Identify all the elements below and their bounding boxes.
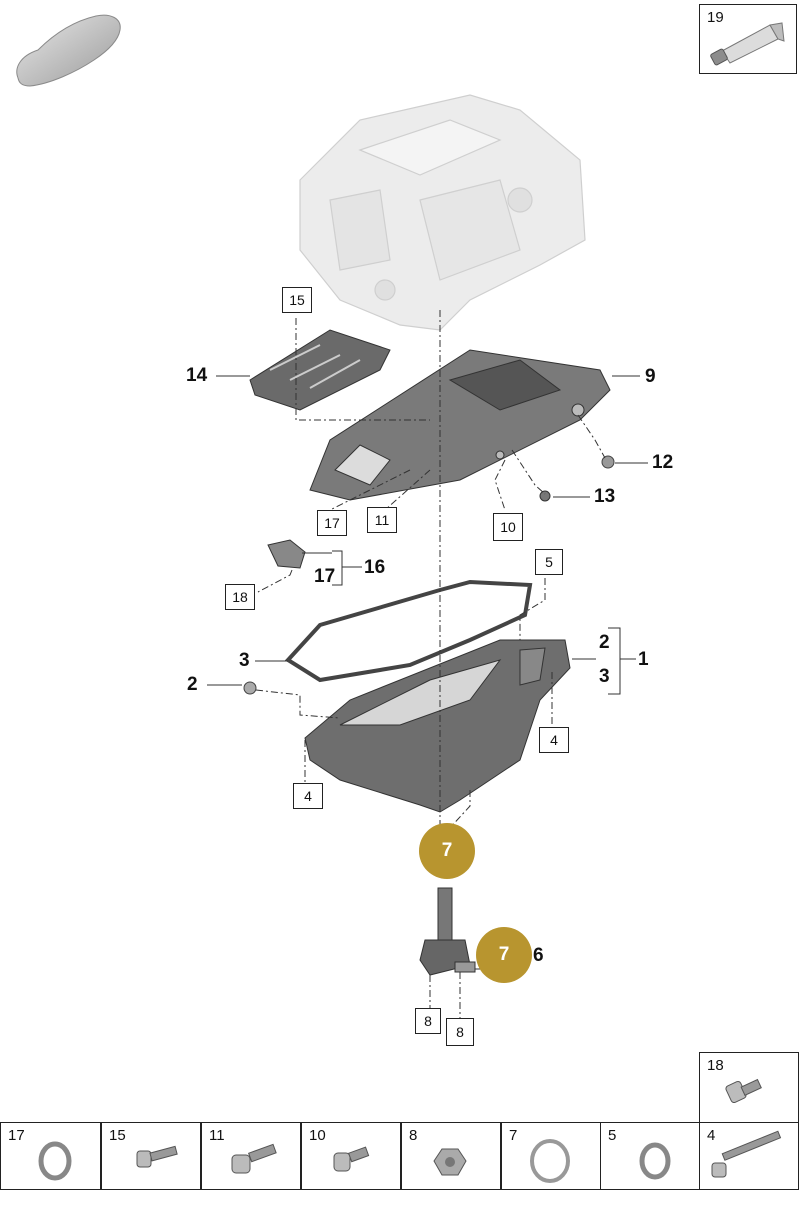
callout-6[interactable]: 6 (533, 945, 544, 966)
callout-10[interactable]: 10 (493, 513, 523, 541)
callout-7-circle-top[interactable]: 7 (419, 823, 475, 879)
callout-2-group[interactable]: 2 (599, 632, 610, 653)
callout-3[interactable]: 3 (239, 650, 250, 671)
legend-cell-7[interactable]: 7 (501, 1122, 601, 1190)
legend-number: 18 (707, 1057, 724, 1074)
callout-11[interactable]: 11 (367, 507, 397, 533)
legend-cell-17[interactable]: 17 (0, 1122, 101, 1190)
bolt-icon (333, 1146, 370, 1172)
exploded-diagram (207, 94, 648, 1018)
legend-number: 7 (509, 1127, 518, 1144)
callout-3-group[interactable]: 3 (599, 666, 610, 687)
legend-cell-5[interactable]: 5 (600, 1122, 700, 1190)
gasket-3 (284, 579, 533, 683)
callout-8-left[interactable]: 8 (415, 1008, 441, 1034)
callout-1[interactable]: 1 (638, 649, 649, 670)
legend-number: 19 (707, 9, 724, 26)
nut-icon (433, 1148, 467, 1176)
callout-13[interactable]: 13 (594, 486, 616, 507)
legend-number: 10 (309, 1127, 326, 1144)
callout-17[interactable]: 17 (317, 510, 347, 536)
bolt-13 (539, 490, 551, 502)
legend-number: 4 (707, 1127, 716, 1144)
sensor-16 (267, 539, 306, 569)
car-silhouette-icon (16, 14, 121, 87)
callout-18[interactable]: 18 (225, 584, 255, 610)
sealant-tube-icon (710, 22, 785, 66)
lower-oil-pan (304, 639, 571, 813)
engine-block (299, 94, 586, 331)
seal-ring-icon (530, 1139, 570, 1183)
callout-8-right[interactable]: 8 (446, 1018, 474, 1046)
callout-2[interactable]: 2 (187, 674, 198, 695)
callout-4-right[interactable]: 4 (539, 727, 569, 753)
legend-cell-18[interactable]: 18 (699, 1052, 799, 1123)
long-bolt-icon (711, 1130, 782, 1178)
plug-2 (243, 681, 257, 695)
legend-number: 17 (8, 1127, 25, 1144)
callout-14[interactable]: 14 (186, 365, 208, 386)
legend-cell-11[interactable]: 11 (201, 1122, 301, 1190)
legend-cell-8[interactable]: 8 (401, 1122, 501, 1190)
callout-9[interactable]: 9 (645, 366, 656, 387)
bolt-icon (231, 1143, 277, 1174)
oil-level-sensor (419, 887, 476, 976)
legend-cell-15[interactable]: 15 (101, 1122, 201, 1190)
legend-cell-10[interactable]: 10 (301, 1122, 401, 1190)
legend-number: 8 (409, 1127, 418, 1144)
callout-5[interactable]: 5 (535, 549, 563, 575)
upper-oil-pan (309, 349, 611, 501)
legend-number: 5 (608, 1127, 617, 1144)
callout-4-left[interactable]: 4 (293, 783, 323, 809)
seal-ring-icon (38, 1141, 72, 1181)
callout-16[interactable]: 16 (364, 557, 386, 578)
callout-17-bold[interactable]: 17 (314, 566, 336, 587)
callout-15[interactable]: 15 (282, 287, 312, 313)
legend-cell-19[interactable]: 19 (699, 4, 797, 74)
baffle-plate (249, 329, 391, 411)
bolt-icon (725, 1078, 762, 1104)
legend-cell-4[interactable]: 4 (699, 1122, 799, 1190)
callout-12[interactable]: 12 (652, 452, 674, 473)
legend-number: 15 (109, 1127, 126, 1144)
legend-number: 11 (209, 1127, 225, 1144)
callout-7-circle-side[interactable]: 7 (476, 927, 532, 983)
bolt-icon (136, 1145, 178, 1168)
seal-ring-icon (639, 1142, 671, 1180)
plug-12 (601, 455, 615, 469)
